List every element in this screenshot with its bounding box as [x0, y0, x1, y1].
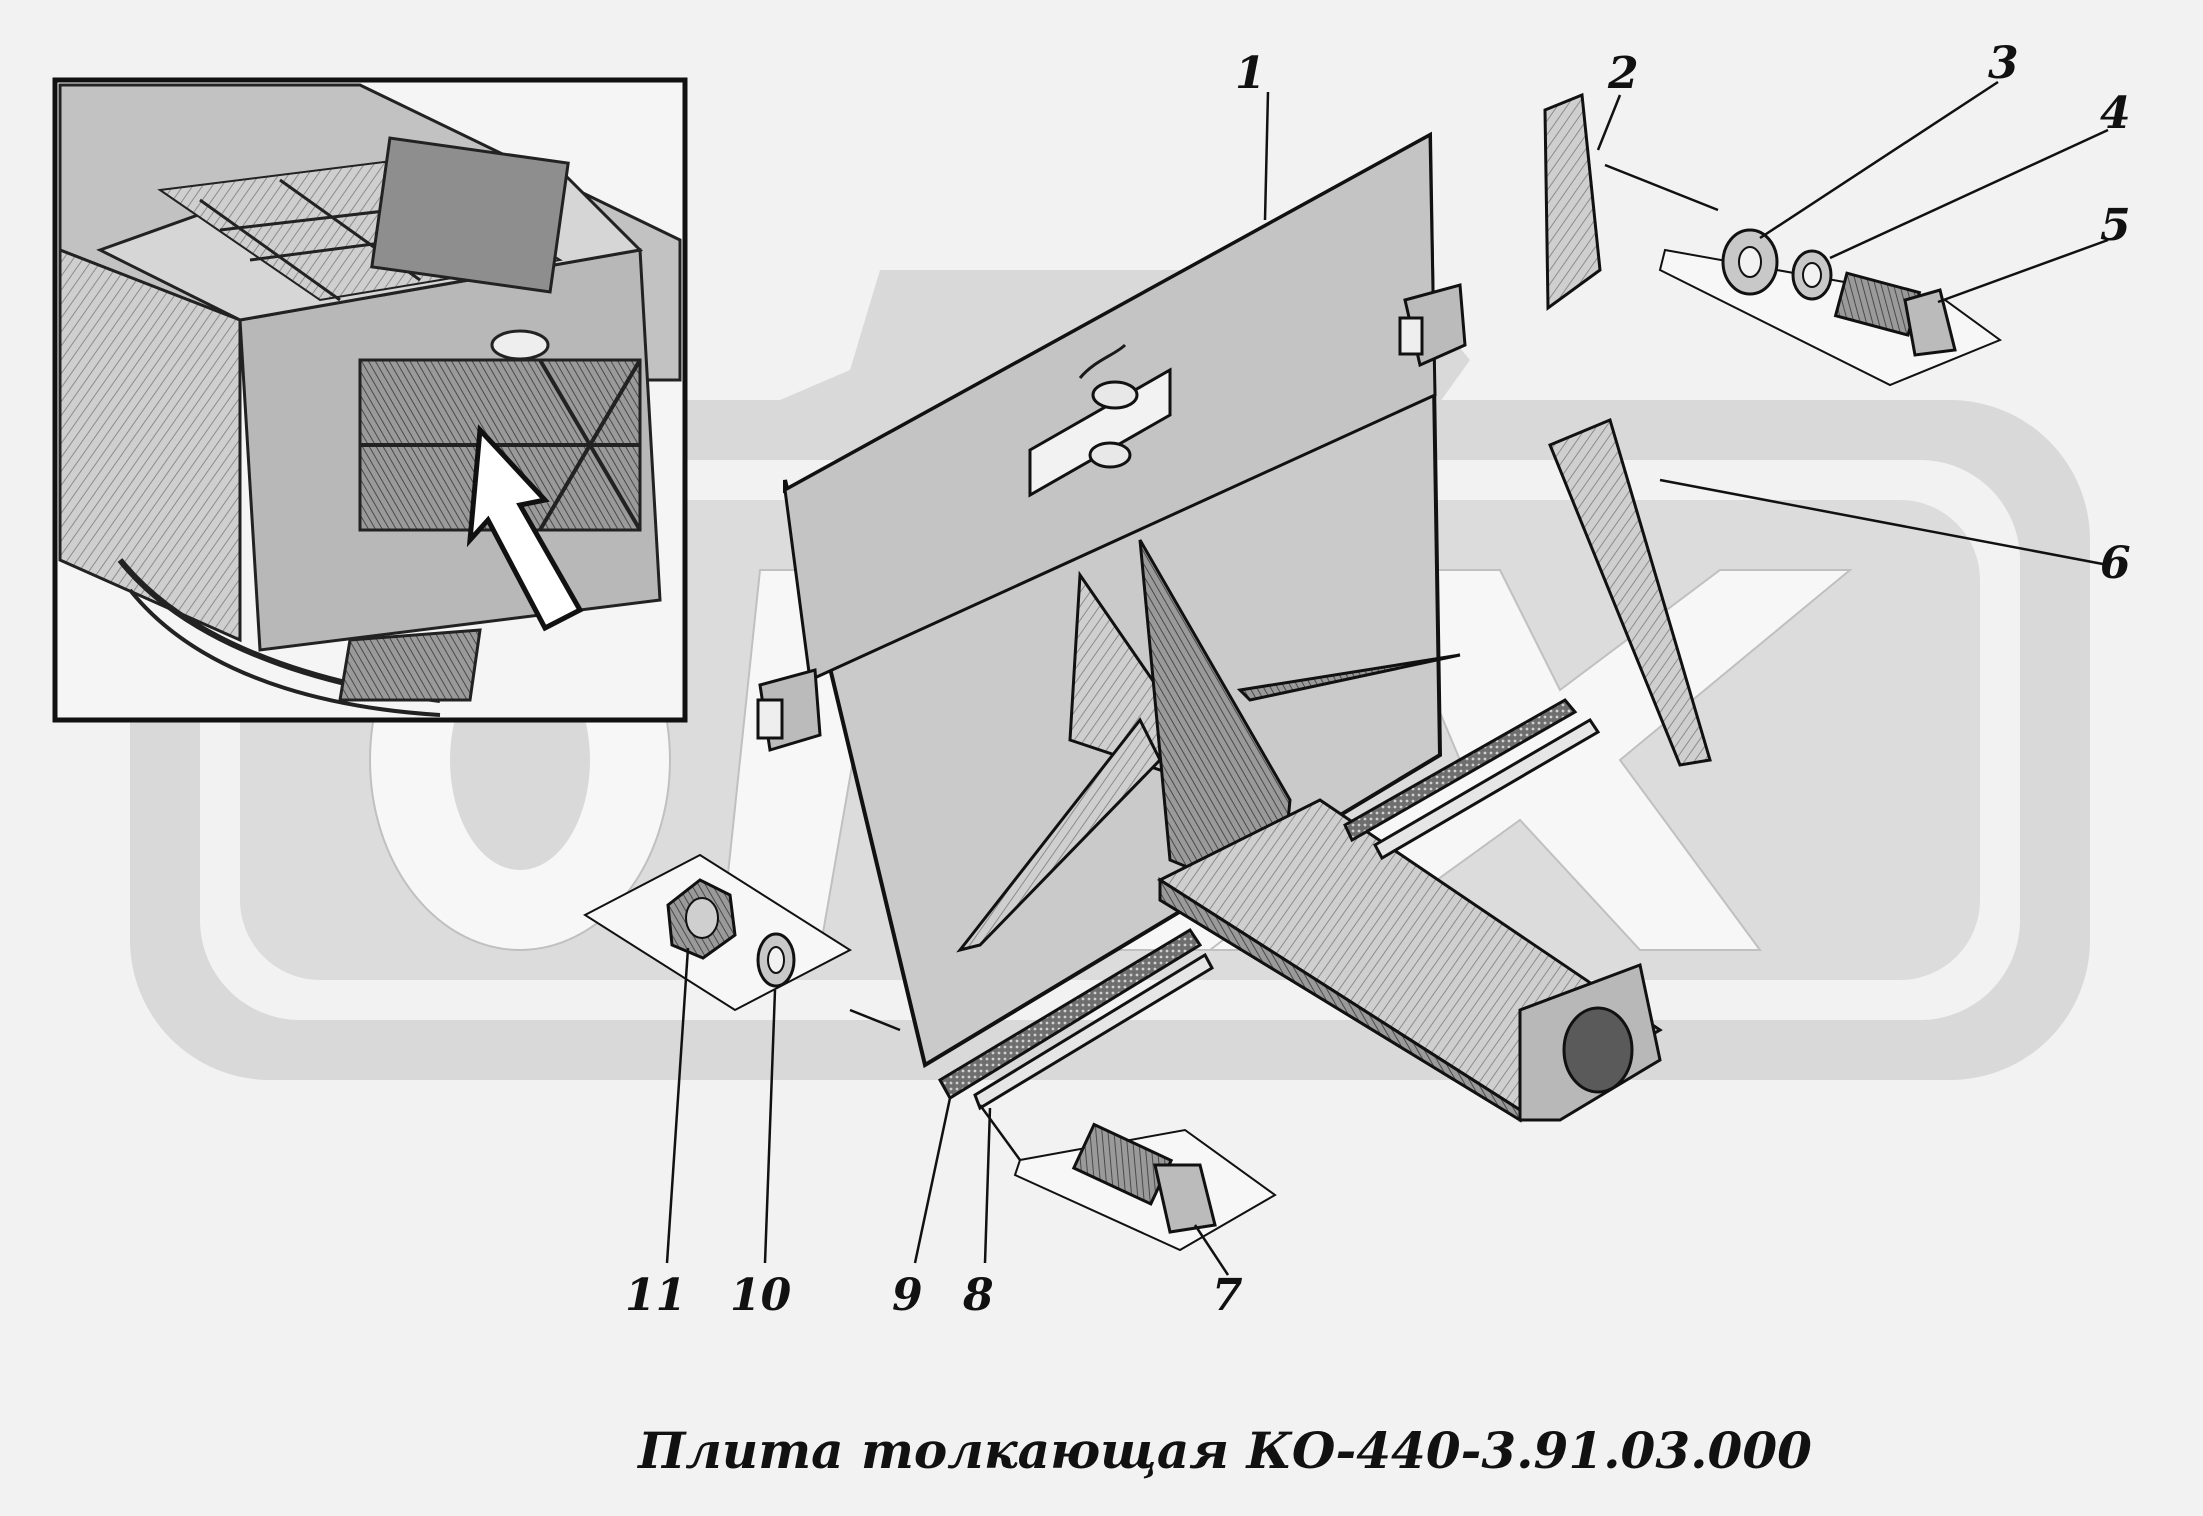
- arrow-icon: [470, 430, 580, 628]
- callout-10: 10: [730, 1270, 792, 1321]
- hinge-bracket: [1398, 283, 1467, 368]
- inset-view: [52, 77, 688, 723]
- nut-washer-set-10-11: [582, 853, 853, 1012]
- diagram-title: Плита толкающая КО-440-3.91.03.000: [636, 1421, 1812, 1480]
- callout-labels: 1 2 3 4 5 6 7 8 9 10 11: [625, 38, 2131, 1321]
- callout-8: 8: [962, 1270, 994, 1321]
- callout-2: 2: [1607, 48, 1639, 99]
- callout-1: 1: [1235, 48, 1266, 99]
- tapered-strip-part-6: [1548, 417, 1712, 767]
- bolt-part-7: [1013, 1122, 1277, 1252]
- callout-7: 7: [1212, 1270, 1243, 1321]
- hinge-bracket: [756, 668, 822, 752]
- callout-4: 4: [2100, 88, 2131, 139]
- callout-9: 9: [892, 1270, 923, 1321]
- leader-lines: [665, 80, 2109, 1276]
- bolt-icon: [1833, 271, 1957, 357]
- strip-part-2: [1543, 92, 1602, 311]
- callout-3: 3: [1988, 38, 2019, 89]
- callout-11: 11: [625, 1270, 686, 1321]
- push-plate-part-1: [756, 131, 1663, 1123]
- fastener-set-3-4-5: [1658, 228, 2003, 387]
- callout-5: 5: [2100, 200, 2131, 251]
- callout-6: 6: [2100, 538, 2131, 589]
